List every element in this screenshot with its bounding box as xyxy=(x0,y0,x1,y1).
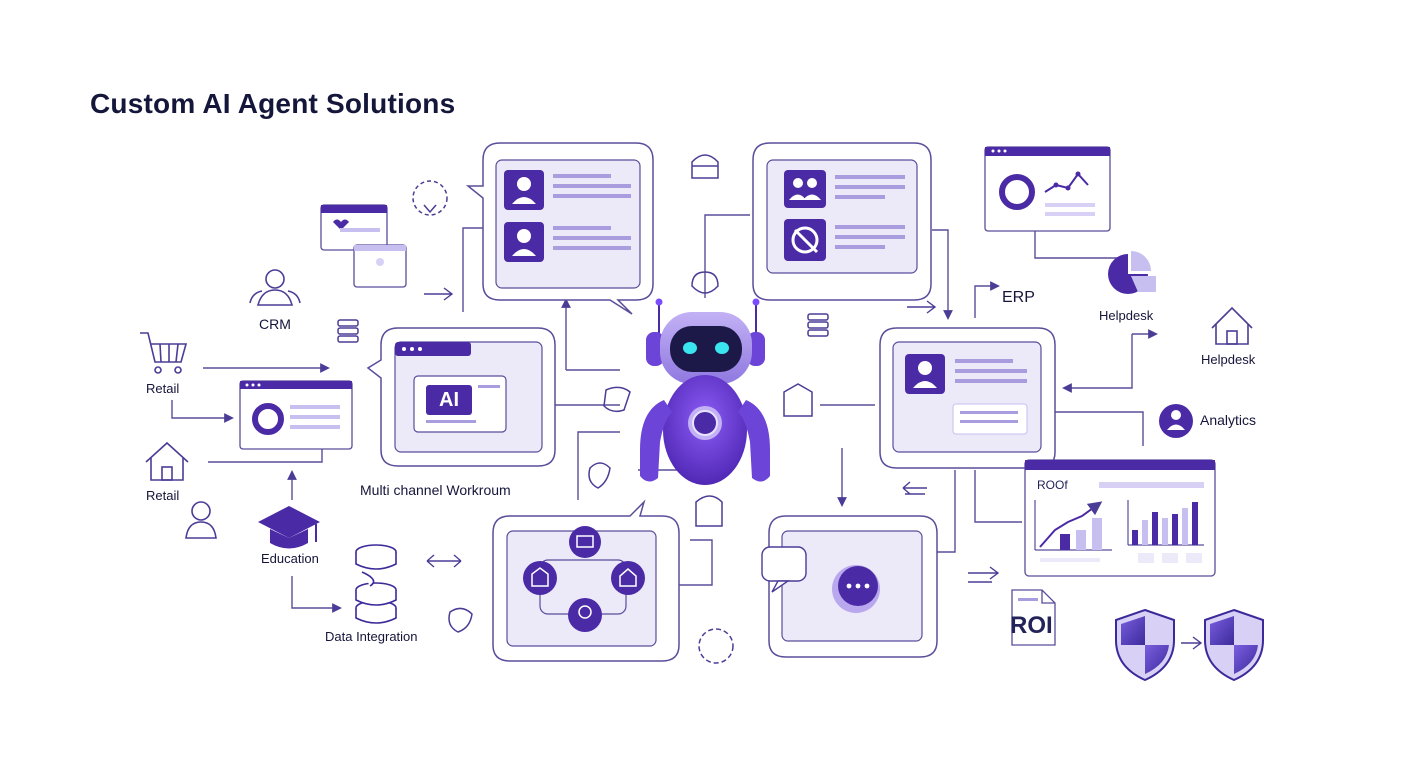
label-crm: CRM xyxy=(259,316,291,332)
user-icon xyxy=(512,177,536,256)
house-icon xyxy=(145,306,1253,481)
analytics-person-icon xyxy=(1159,404,1193,438)
users-icon xyxy=(789,178,821,254)
crm-users-icon xyxy=(249,269,301,306)
panel-ai-chat xyxy=(366,327,556,467)
panel-right-profile xyxy=(879,327,1056,469)
analytics-card-left xyxy=(239,380,353,450)
roi-document-label: ROI xyxy=(1010,612,1053,639)
stack-icons xyxy=(337,313,829,343)
misc-outline-icons xyxy=(412,154,813,664)
graduation-cap-icon xyxy=(258,506,320,549)
ai-badge: AI xyxy=(439,389,459,411)
panel-hub xyxy=(492,499,680,662)
label-retail-1: Retail xyxy=(146,381,180,396)
label-data-integration: Data Integration xyxy=(325,629,418,644)
pie-chart-icon xyxy=(1108,251,1156,294)
line-chart-card xyxy=(984,146,1111,232)
crm-cards xyxy=(320,204,407,288)
label-education: Education xyxy=(261,551,319,566)
database-icon xyxy=(355,544,397,624)
roi-dashboard xyxy=(1024,459,1216,577)
shield-icon xyxy=(1115,608,1264,682)
connector-lines xyxy=(171,214,1158,613)
robot-icon xyxy=(640,298,770,485)
label-analytics: Analytics xyxy=(1200,412,1257,428)
label-erp: ERP xyxy=(1002,289,1035,306)
small-arrows xyxy=(424,287,1203,650)
roi-panel-title: ROOf xyxy=(1037,478,1068,492)
page-title: Custom AI Agent Solutions xyxy=(90,88,456,119)
panel-top-center xyxy=(752,142,932,301)
shopping-cart-icon xyxy=(140,332,188,374)
label-helpdesk-1: Helpdesk xyxy=(1099,308,1154,323)
panel-top-left xyxy=(465,142,654,315)
label-multi-channel: Multi channel Workroum xyxy=(360,482,511,498)
user-outline-icon xyxy=(185,501,217,539)
roi-document xyxy=(1011,589,1056,646)
label-helpdesk-2: Helpdesk xyxy=(1201,352,1256,367)
label-retail-2: Retail xyxy=(146,488,180,503)
panel-chat xyxy=(761,515,938,658)
